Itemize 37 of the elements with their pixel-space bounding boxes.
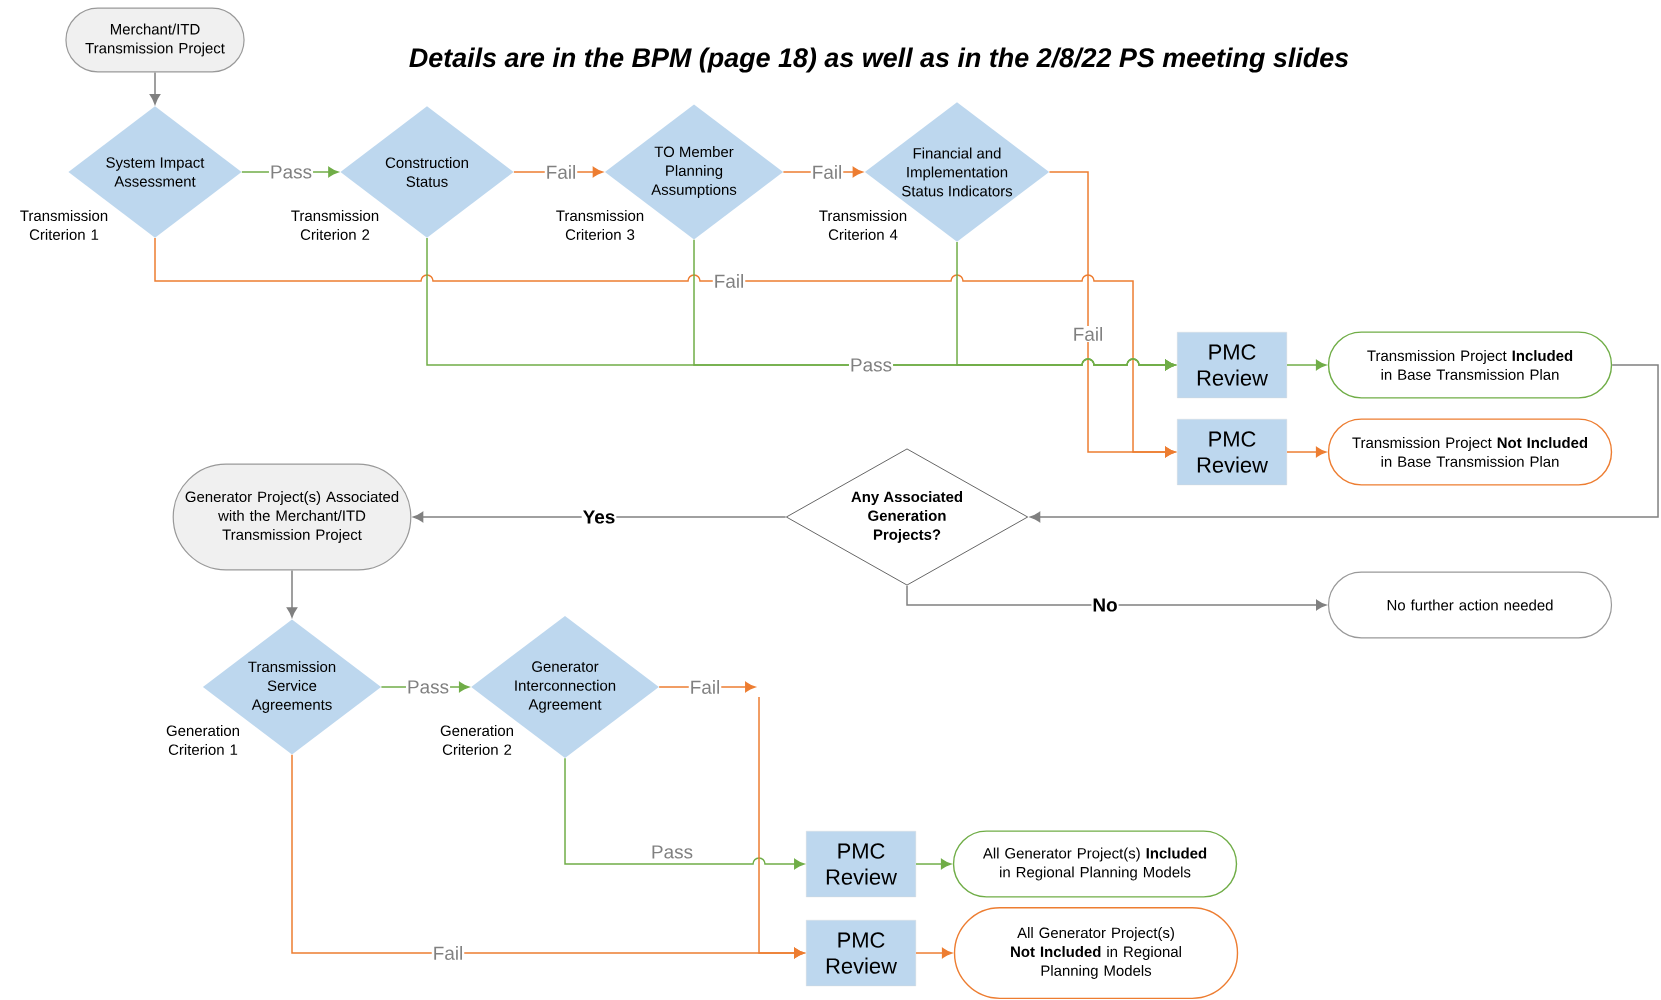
arrow xyxy=(758,696,805,959)
arrow xyxy=(915,858,952,870)
edge-label: Pass xyxy=(268,164,314,180)
arrow xyxy=(1029,364,1659,523)
terminal-box: Generator Project(s) Associated with the Merchant/ITD Transmission Project xyxy=(172,463,412,571)
process-box: PMC Review xyxy=(1177,418,1287,486)
arrow xyxy=(413,511,787,523)
process-box: PMC Review xyxy=(806,830,916,898)
terminal-box: Merchant/ITD Transmission Project xyxy=(65,7,245,73)
process-box: PMC Review xyxy=(806,919,916,987)
edge-label: Pass xyxy=(405,679,451,695)
edge-label: Fail xyxy=(431,945,465,961)
arrow xyxy=(564,757,805,870)
edge-label: Fail xyxy=(688,679,722,695)
title: Details are in the BPM (page 18) as well as in the 2/8/22 PS meeting slides xyxy=(409,47,1349,73)
arrow xyxy=(956,241,1176,371)
edge-label: Yes xyxy=(581,509,617,525)
arrow xyxy=(1286,446,1327,458)
arrow xyxy=(1286,359,1327,371)
edge-label: Pass xyxy=(649,844,695,860)
edge-label: Fail xyxy=(810,164,844,180)
outcome-box: All Generator Project(s) Included in Regional Planning Models xyxy=(952,830,1238,898)
process-box: PMC Review xyxy=(1177,331,1287,399)
edge-label: Fail xyxy=(544,164,578,180)
arrow xyxy=(286,569,298,618)
arrow xyxy=(1048,171,1176,458)
edge-label: Fail xyxy=(712,273,746,289)
terminal-box: No further action needed xyxy=(1327,571,1613,639)
edge-label: Fail xyxy=(1071,326,1105,342)
arrow xyxy=(915,947,953,959)
edge-label: No xyxy=(1091,597,1119,613)
arrow xyxy=(906,585,1327,611)
outcome-box: Transmission Project Included in Base Transmission Plan xyxy=(1327,331,1613,399)
arrow xyxy=(149,71,161,105)
outcome-box: All Generator Project(s) Not Included in Regional Planning Models xyxy=(953,907,1239,1000)
edge-label: Pass xyxy=(849,357,894,373)
outcome-box: Transmission Project Not Included in Base Transmission Plan xyxy=(1327,418,1613,486)
